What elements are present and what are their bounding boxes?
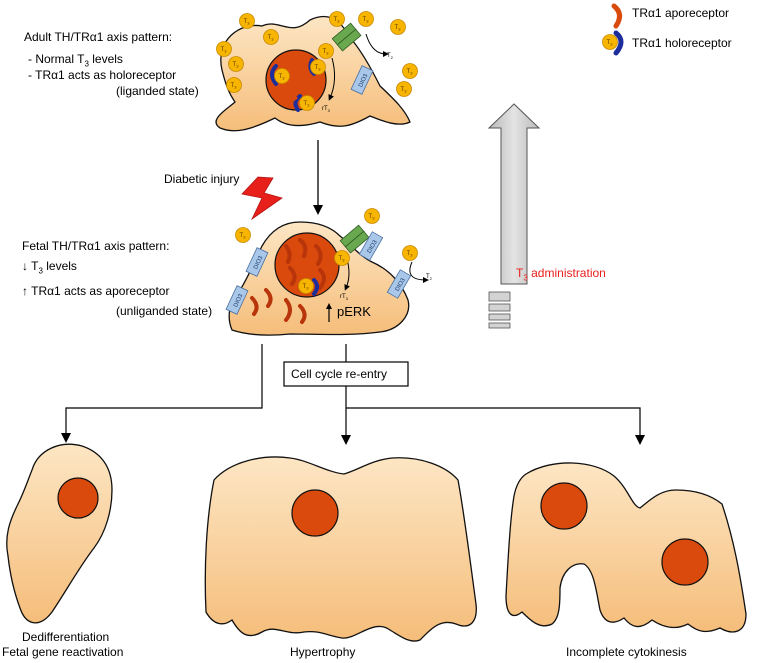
fetal-transporter — [339, 224, 370, 254]
dedifferentiation-label: Dedifferentiation — [22, 630, 110, 644]
t3-molecule-label: T3 — [323, 49, 330, 56]
t3-molecule-label: T3 — [607, 40, 614, 47]
t3-molecule-label: T3 — [339, 256, 346, 263]
t3-molecule-label: T3 — [304, 101, 311, 108]
t3-molecule-label: T3 — [407, 251, 414, 258]
dedifferentiated-nucleus — [57, 477, 99, 519]
t3-molecule-label: T3 — [363, 17, 370, 24]
cell-cycle-label: Cell cycle re-entry — [291, 367, 388, 381]
hypertrophy-label: Hypertrophy — [290, 645, 356, 659]
incomplete-cytokinesis-label: Incomplete cytokinesis — [566, 645, 687, 659]
t3-molecule-label: T3 — [315, 65, 322, 72]
adult-rt3-label: rT3 — [322, 106, 331, 113]
t3-molecule-label: T3 — [233, 62, 240, 69]
legend-aporeceptor-label: TRα1 aporeceptor — [632, 6, 729, 20]
fetal-t2-label: T2 — [426, 274, 433, 281]
adult-pattern-line1: - Normal T3 levels — [28, 52, 123, 69]
fetal-pattern-title: Fetal TH/TRα1 axis pattern: — [22, 239, 170, 253]
t3-molecule-label: T3 — [303, 284, 310, 291]
injury-lightning-icon — [241, 176, 283, 221]
t3-molecule-label: T3 — [268, 35, 275, 42]
arrow-to-cytokinesis — [346, 407, 645, 445]
legend-holoreceptor-icon — [602, 30, 624, 56]
adult-pattern-title: Adult TH/TRα1 axis pattern: — [24, 30, 173, 44]
incomplete-cytokinesis-cell — [505, 462, 747, 633]
t3-molecule-label: T3 — [334, 17, 341, 24]
t3-molecule-label: T3 — [369, 214, 376, 221]
t3-administration-arrow — [487, 103, 541, 329]
injury-label: Diabetic injury — [164, 172, 240, 186]
fetal-holoreceptor — [298, 278, 319, 296]
up-arrow-icon: ↑ — [22, 284, 28, 298]
adult-pattern-line3: (liganded state) — [116, 84, 199, 98]
adult-t3-to-t2-arrow — [365, 33, 389, 57]
t3-molecule-label: T3 — [279, 74, 286, 81]
fetal-pattern-line3: (unliganded state) — [116, 304, 213, 318]
t3-molecule-label: T3 — [231, 83, 238, 90]
legend-holoreceptor-label: TRα1 holoreceptor — [632, 36, 732, 50]
fetal-pattern-line2: ↑ TRα1 acts as aporeceptor — [22, 284, 170, 298]
fetal-aporeceptors — [250, 238, 326, 324]
hypertrophic-cell — [204, 456, 477, 642]
cytokinesis-nucleus-1 — [540, 482, 588, 530]
t3-administration-label: T3 administration — [516, 266, 606, 283]
fetal-rt3-label: rT3 — [340, 294, 349, 301]
adult-pattern-line2: - TRα1 acts as holoreceptor — [28, 68, 177, 82]
perk-label: pERK — [337, 304, 371, 319]
legend-aporeceptor-icon — [611, 3, 622, 29]
adult-transporter — [331, 22, 362, 52]
adult-t3-to-rt3-arrow — [328, 57, 336, 101]
down-arrow-icon: ↓ — [22, 259, 28, 273]
t3-molecule-label: T3 — [240, 233, 247, 240]
adult-t2-label: T2 — [387, 53, 394, 60]
fetal-pattern-line1: ↓ T3 levels — [22, 259, 77, 276]
t3-molecule-label: T3 — [401, 87, 408, 94]
dedifferentiated-cell — [6, 443, 113, 624]
t3-molecule-label: T3 — [221, 47, 228, 54]
fetal-t3-to-t2-arrow — [409, 261, 429, 283]
fetal-dio3-1: DIO3 — [245, 247, 269, 277]
adult-dio3: DIO3 — [350, 65, 374, 95]
t3-molecule-label: T3 — [407, 69, 414, 76]
cytokinesis-nucleus-2 — [661, 538, 709, 586]
fetal-dio3-2: DIO3 — [225, 285, 249, 315]
svg-text:DIO3: DIO3 — [253, 255, 265, 271]
hypertrophic-nucleus — [291, 489, 339, 537]
arrow-to-dedifferentiation — [61, 384, 263, 443]
svg-text:DIO3: DIO3 — [233, 293, 245, 309]
fetal-gene-reactivation-label: Fetal gene reactivation — [2, 645, 124, 659]
t3-molecule-label: T3 — [244, 19, 251, 26]
t3-molecule-label: T3 — [395, 25, 402, 32]
svg-text:DIO3: DIO3 — [358, 73, 370, 89]
